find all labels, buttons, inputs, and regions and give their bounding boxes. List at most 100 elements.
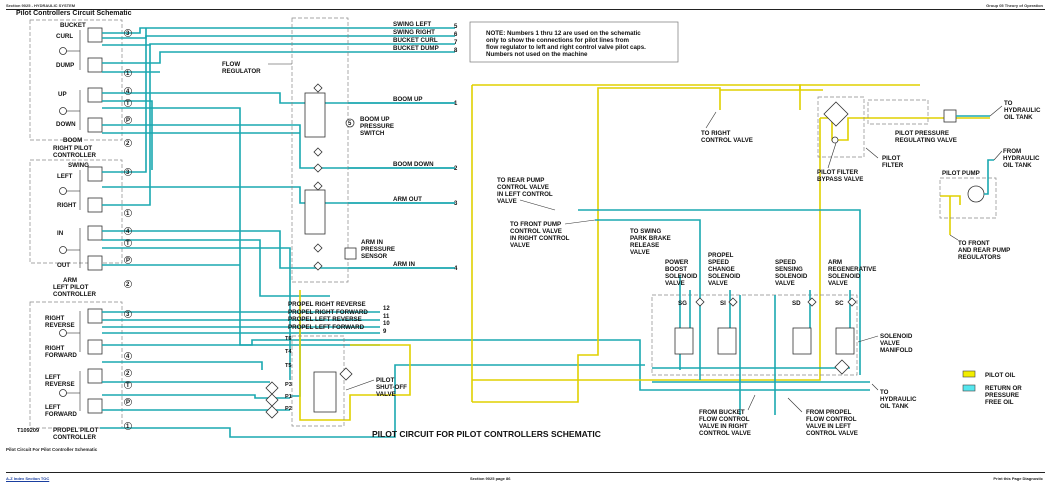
svg-text:1: 1 (126, 211, 130, 217)
page-header-group: Group 05 Theory of Operation (986, 3, 1043, 8)
sol-tank-label-3: OIL TANK (880, 403, 909, 410)
pilot-lines-yellow (299, 84, 990, 421)
header-rule (6, 9, 1045, 10)
svg-text:P: P (126, 400, 130, 406)
pilot-prv-box (867, 99, 929, 125)
note-line-1: NOTE: Numbers 1 thru 12 are used on the … (486, 30, 641, 37)
sc-label-4: VALVE (828, 280, 848, 287)
from-tank-label-1: FROM (1003, 148, 1021, 155)
svg-text:3: 3 (126, 312, 130, 318)
to-right-cv-label-1: TO RIGHT (701, 130, 731, 137)
pilot-filter-symbol (823, 101, 849, 127)
front-pump-label-1: TO FRONT PUMP (510, 221, 561, 228)
label-left-forward-1: LEFT (45, 404, 61, 411)
pilot-pump-symbol (967, 185, 985, 203)
right-controller-ports: 3 1 4 T P 2 (124, 29, 132, 147)
solenoid-lines (578, 209, 870, 415)
controller-valve-blocks (79, 27, 103, 414)
bypass-label-1: PILOT FILTER (817, 169, 859, 176)
sol-tank-leader (871, 383, 879, 391)
page-header-section: Section 9025 - HYDRAULIC SYSTEM (6, 3, 76, 8)
si-label-3: CHANGE (708, 266, 735, 273)
svg-text:BUCKET DUMP: BUCKET DUMP (393, 45, 439, 52)
svg-text:BOOM UP: BOOM UP (393, 96, 423, 103)
svg-text:BOOM DOWN: BOOM DOWN (393, 161, 434, 168)
svg-text:SWING LEFT: SWING LEFT (393, 21, 431, 28)
shutoff-label-3: VALVE (376, 391, 396, 398)
rear-pump-label-1: TO REAR PUMP (497, 177, 544, 184)
from-propel-label-4: CONTROL VALVE (806, 430, 858, 437)
flow-regulator-label-2: REGULATOR (222, 68, 261, 75)
sg-label-3: SOLENOID (665, 273, 698, 280)
from-propel-label-2: FLOW CONTROL (806, 416, 857, 423)
sg-code: SG (678, 300, 687, 307)
shutoff-leader (345, 379, 375, 391)
svg-text:T5: T5 (285, 363, 292, 369)
label-right: RIGHT (57, 202, 76, 209)
pilot-pump-label: PILOT PUMP (942, 170, 980, 177)
figure-id: T109209 (17, 428, 39, 434)
left-controller-title-1: LEFT PILOT (53, 284, 89, 291)
flow-regulator-spools (304, 83, 357, 271)
footer-print-link[interactable]: Print this Page Diagnostic (993, 476, 1043, 481)
front-pump-label-4: VALVE (510, 242, 530, 249)
right-controller-title-2: CONTROLLER (53, 152, 96, 159)
to-regulators-label-1: TO FRONT (958, 240, 990, 247)
svg-text:7: 7 (454, 40, 458, 46)
swing-brake-label-2: PARK BRAKE (630, 235, 671, 242)
p-port-filters (265, 367, 353, 419)
svg-text:9: 9 (383, 329, 387, 335)
left-pilot-controller-box (29, 159, 123, 264)
label-up: UP (58, 91, 67, 98)
shutoff-label-1: PILOT (376, 377, 394, 384)
prv-label-2: REGULATING VALVE (895, 137, 957, 144)
label-swing: SWING (68, 162, 89, 169)
note-line-2: only to show the connections for pilot l… (486, 37, 630, 44)
to-tank-label-2: HYDRAULIC (1004, 107, 1041, 114)
pump-suction-line (984, 159, 994, 195)
manifold-label-2: VALVE (880, 340, 900, 347)
svg-text:4: 4 (126, 354, 130, 360)
legend-swatch-pilot-oil (962, 370, 976, 378)
si-label-1: PROPEL (708, 252, 734, 259)
figure-caption: Pilot Circuit For Pilot Controller Schem… (6, 447, 98, 452)
svg-text:2: 2 (454, 166, 458, 172)
sc-label-3: SOLENOID (828, 273, 861, 280)
to-right-cv-leader (705, 111, 717, 129)
solenoid-manifold-box (651, 294, 858, 376)
footer-index-link[interactable]: A-Z Index Section TOC (6, 476, 50, 481)
from-propel-leader (787, 397, 803, 413)
svg-text:2: 2 (126, 141, 130, 147)
right-controller-title-1: RIGHT PILOT (53, 145, 92, 152)
manifold-leader (857, 335, 879, 343)
svg-text:P2: P2 (285, 406, 292, 412)
boom-up-switch-label-3: SWITCH (360, 130, 385, 137)
si-label-2: SPEED (708, 259, 730, 266)
label-dump: DUMP (56, 62, 74, 69)
svg-text:12: 12 (383, 306, 390, 312)
arm-in-sensor-label-3: SENSOR (361, 253, 388, 260)
shutoff-label-2: SHUT-OFF (376, 384, 407, 391)
manifold-label-3: MANIFOLD (880, 347, 913, 354)
svg-text:P3: P3 (285, 382, 292, 388)
controller-handles (59, 47, 80, 397)
svg-text:1: 1 (126, 71, 130, 77)
swing-brake-label-3: RELEASE (630, 242, 659, 249)
svg-text:T4: T4 (285, 349, 292, 355)
sg-label-4: VALVE (665, 280, 685, 287)
svg-text:T: T (126, 241, 130, 247)
from-bucket-leader (747, 394, 756, 411)
front-pump-leader (564, 219, 596, 225)
label-boom: BOOM (63, 137, 82, 144)
flow-regulator-box (291, 17, 349, 283)
label-curl: CURL (56, 33, 73, 40)
sd-label-1: SPEED (775, 259, 797, 266)
swing-brake-label-4: VALVE (630, 249, 650, 256)
sd-code: SD (792, 300, 801, 307)
svg-text:T: T (126, 101, 130, 107)
shutoff-ports: T6 T4 T5 P3 P1 P2 (285, 336, 292, 412)
si-label-4: SOLENOID (708, 273, 741, 280)
rear-pump-label-3: IN LEFT CONTROL (497, 191, 553, 198)
rear-pump-leader (519, 199, 556, 211)
